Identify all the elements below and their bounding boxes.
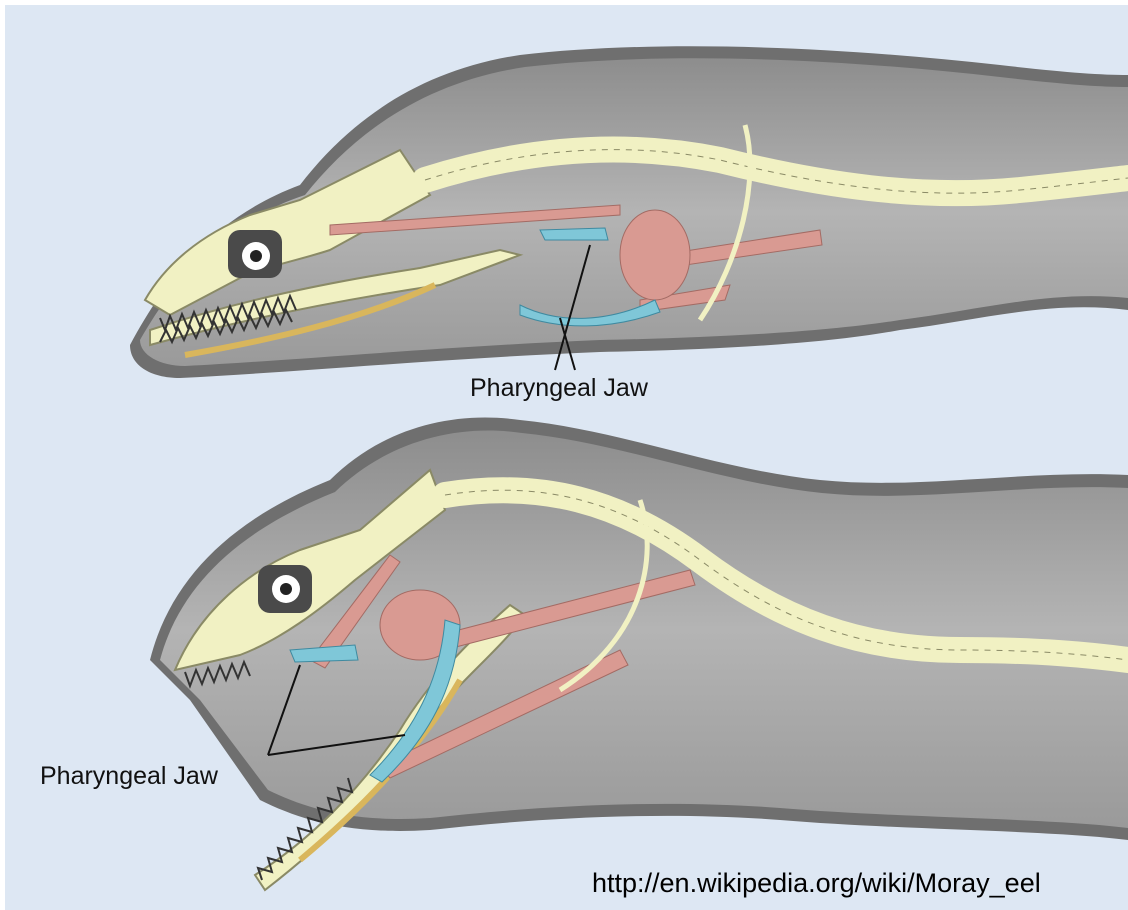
eel-bottom-pupil [280, 583, 292, 595]
eel-top-pharyngeal-muscle [620, 210, 690, 300]
eel-top-pupil [250, 250, 262, 262]
pharyngeal-jaw-label-top: Pharyngeal Jaw [470, 374, 648, 403]
eel-top-pharyngeal-upper [540, 228, 608, 240]
source-url: http://en.wikipedia.org/wiki/Moray_eel [592, 868, 1041, 899]
pharyngeal-jaw-label-bottom: Pharyngeal Jaw [40, 762, 218, 791]
